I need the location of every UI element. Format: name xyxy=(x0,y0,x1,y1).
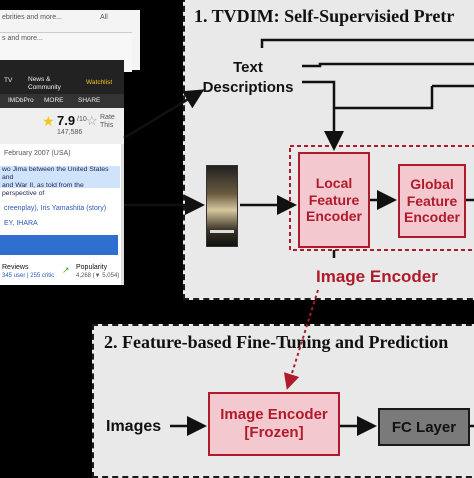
line-text-to-right-4 xyxy=(334,86,434,110)
rate-star-icon[interactable]: ☆ xyxy=(86,113,98,128)
line-text-to-right-2 xyxy=(302,62,474,68)
all-dropdown-1: All xyxy=(100,14,108,21)
frozen-image-encoder: Image Encoder[Frozen] xyxy=(208,392,340,456)
imdb-page-front: TV News &Community Watchlist IMDbPro MOR… xyxy=(0,60,124,285)
images-label: Images xyxy=(106,418,162,435)
image-encoder-label: Image Encoder xyxy=(316,267,438,286)
more-link[interactable]: MORE xyxy=(44,97,64,104)
arrow-pretrained-to-frozen xyxy=(283,289,319,390)
release-date: February 2007 (USA) xyxy=(4,150,71,157)
nav-tv[interactable]: TV xyxy=(4,77,13,84)
star-icon: ★ xyxy=(42,113,55,129)
reviews-label: Reviews xyxy=(2,264,29,271)
rating-value: 7.9 xyxy=(57,113,76,128)
share-link[interactable]: SHARE xyxy=(78,97,101,104)
arrow-shot-to-text xyxy=(123,89,205,140)
imdb-nav-bar: TV News &Community Watchlist xyxy=(0,60,124,94)
watchlist-button[interactable] xyxy=(0,235,118,255)
image-encoder-group xyxy=(289,145,474,251)
movie-poster-image xyxy=(206,165,238,247)
rating-suffix: /10 xyxy=(77,116,87,123)
line-text-to-right-1 xyxy=(260,38,474,48)
panel1-title: 1. TVDIM: Self-Supervisied Pretr xyxy=(194,6,455,26)
poster-title-icon xyxy=(210,230,234,233)
rating-count: 147,586 xyxy=(57,129,83,136)
arrow-text-to-local xyxy=(302,80,344,151)
writers: creenplay), Iris Yamashita (story) xyxy=(4,205,107,212)
popularity-icon: ↗ xyxy=(62,265,70,275)
nav-watchlist[interactable]: Watchlist xyxy=(86,79,113,86)
nav-news[interactable]: News &Community xyxy=(28,76,61,91)
review-counts[interactable]: 345 user | 255 critic xyxy=(2,273,55,279)
frozen-encoder-label: Image Encoder[Frozen] xyxy=(220,406,328,441)
popularity-label: Popularity xyxy=(76,264,108,271)
panel2-title: 2. Feature-based Fine-Tuning and Predict… xyxy=(104,332,449,352)
imdb-subbar: IMDbPro MORE SHARE xyxy=(0,94,124,108)
fc-layer: FC Layer xyxy=(378,408,470,446)
imdbpro-link[interactable]: IMDbPro xyxy=(8,97,34,104)
popularity-value: 4,268 (▼ 5,054) xyxy=(76,273,120,279)
credits: EY, IHARA xyxy=(4,220,38,227)
search-row-1: ebrities and more... xyxy=(2,14,62,21)
search-row-2: s and more... xyxy=(2,35,43,42)
